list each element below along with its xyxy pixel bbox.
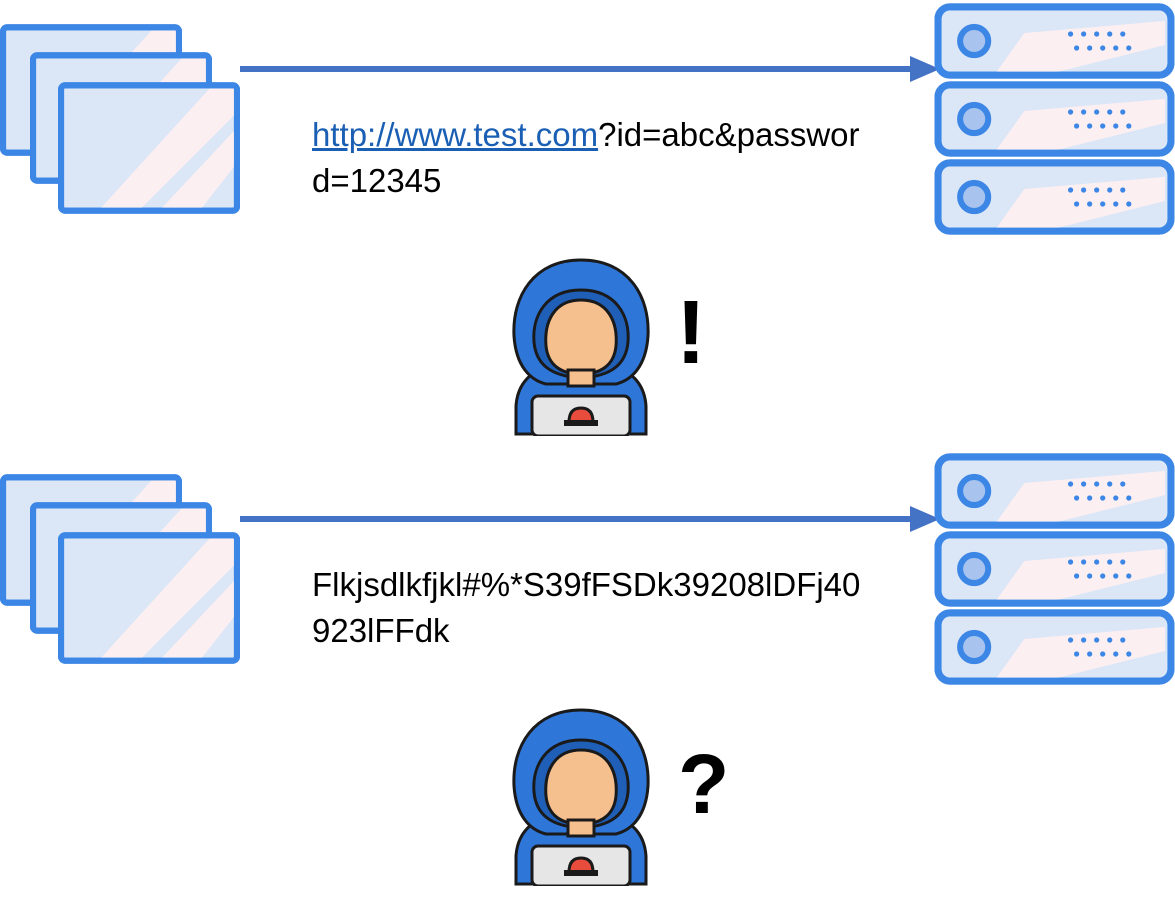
server-unit-icon (934, 452, 1175, 530)
server-unit-icon (934, 158, 1175, 236)
browser-windows-bottom (0, 474, 242, 666)
hacker-bottom-icon (506, 706, 656, 886)
request-url-link[interactable]: http://www.test.com (312, 116, 599, 153)
request-query-params: ?id=abc&password=12345 (312, 116, 860, 199)
server-unit-icon (934, 608, 1175, 686)
question-mark: ? (678, 737, 730, 831)
server-unit-icon (934, 2, 1175, 80)
encrypted-request-text: Flkjsdlkfjkl#%*S39fFSDk39208lDFj40923lFF… (312, 566, 861, 649)
server-unit-icon (934, 530, 1175, 608)
server-stack-bottom (934, 452, 1175, 686)
browser-windows-top (0, 24, 242, 216)
arrow-top-icon (240, 56, 940, 82)
arrow-bottom-icon (240, 506, 940, 532)
browser-window-front-icon (58, 80, 240, 216)
exclamation-mark: ! (676, 283, 706, 383)
server-unit-icon (934, 80, 1175, 158)
server-stack-top (934, 2, 1175, 236)
plain-request-text: http://www.test.com?id=abc&password=1234… (312, 112, 872, 204)
browser-window-front-icon (58, 530, 240, 666)
hacker-top-icon (506, 256, 656, 436)
